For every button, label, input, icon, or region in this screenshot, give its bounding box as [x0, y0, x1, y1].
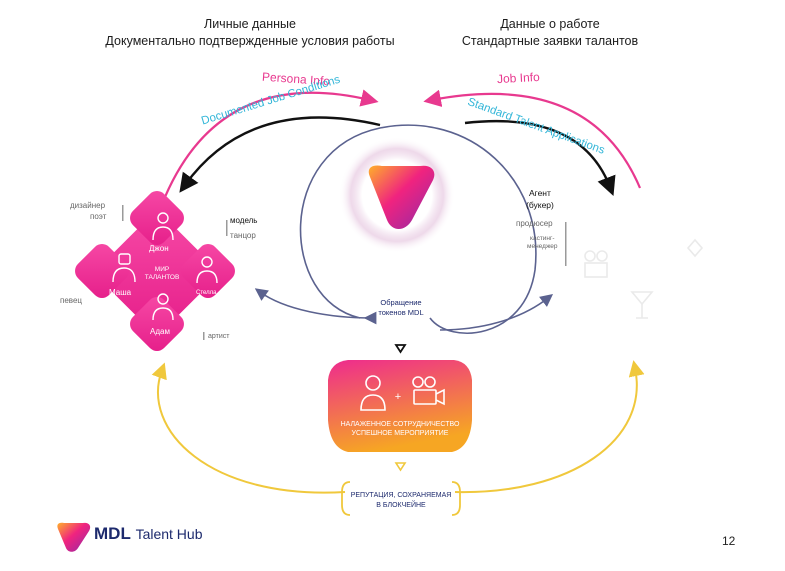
brand-mdl: MDL [94, 524, 131, 543]
role-agent-line1: Агент [528, 188, 551, 198]
collab-line2: УСПЕШНОЕ МЕРОПРИЯТИЕ [351, 430, 449, 437]
yellow-arc-right [454, 360, 645, 494]
navy-arrow-left [254, 288, 373, 319]
job-info-label: Job Info [496, 69, 541, 87]
brand-suffix: Talent Hub [135, 526, 203, 542]
collab-line1: НАЛАЖЕННОЕ СОТРУДНИЧЕСТВО [340, 421, 460, 428]
role-designer: дизайнер [70, 201, 106, 210]
mdl-logo-large [368, 165, 435, 229]
pink-arc-right [423, 89, 642, 189]
job-data-subtitle: Стандартные заявки талантов [461, 34, 639, 48]
token-line1: Обращение [380, 298, 422, 307]
bar-artist [203, 332, 205, 340]
name-masha: Маша [109, 288, 132, 297]
token-line2: токенов MDL [378, 308, 424, 317]
bar-model [226, 220, 228, 236]
personal-data-subtitle: Документально подтвержденные условия раб… [105, 34, 395, 48]
collab-box [328, 360, 472, 452]
talent-world-cluster [75, 191, 235, 351]
role-artist: артист [208, 333, 230, 340]
role-casting-line2: менеджер [527, 243, 558, 250]
role-agent: Агент (букер) [526, 187, 554, 211]
name-john: Джон [149, 244, 169, 253]
collab-text: НАЛАЖЕННОЕ СОТРУДНИЧЕСТВО УСПЕШНОЕ МЕРОП… [330, 420, 470, 438]
collab-icons [360, 375, 445, 411]
navy-loop [299, 124, 537, 334]
talent-world-line1: МИР [154, 266, 170, 273]
yellow-arc-left [151, 362, 346, 494]
role-casting: кастинг- менеджер [527, 235, 558, 251]
job-data-header: Данные о работе Стандартные заявки талан… [415, 16, 685, 50]
down-arrow-collab [394, 344, 407, 354]
token-circulation-label: Обращение токенов MDL [368, 298, 434, 318]
reputation-text: РЕПУТАЦИЯ, СОХРАНЯЕМАЯ В БЛОКЧЕЙНЕ [345, 491, 457, 511]
personal-data-header: Личные данные Документально подтвержденн… [70, 16, 430, 50]
black-arc-left [179, 116, 381, 193]
bar-designer [122, 205, 124, 221]
talent-world-line2: ТАЛАНТОВ [144, 274, 180, 281]
role-model: модель [230, 216, 258, 225]
role-poet: поэт [90, 212, 107, 221]
plus-sign: + [395, 391, 401, 403]
role-agent-line2: (букер) [526, 200, 554, 210]
talent-world-title: МИР ТАЛАНТОВ [142, 266, 182, 282]
role-dancer: танцор [230, 231, 256, 240]
role-producer: продюсер [516, 219, 553, 228]
name-stella: Стелла [196, 290, 217, 296]
black-arc-right [464, 119, 616, 196]
name-adam: Адам [150, 327, 170, 336]
personal-data-title: Личные данные [204, 17, 296, 31]
talent-person-icons [112, 212, 218, 321]
faded-industry-icons [584, 238, 704, 319]
job-data-title: Данные о работе [500, 17, 600, 31]
page-number: 12 [722, 534, 736, 548]
reputation-line2: В БЛОКЧЕЙНЕ [376, 502, 426, 509]
reputation-brace-left [341, 481, 351, 516]
reputation-line1: РЕПУТАЦИЯ, СОХРАНЯЕМАЯ [350, 492, 452, 499]
mdl-logo-small [57, 522, 91, 552]
navy-arrow-right [439, 294, 554, 331]
reputation-brace-right [451, 481, 461, 516]
brand-name: MDL Talent Hub [94, 524, 203, 544]
yellow-down-arrow [394, 462, 407, 472]
role-singer: певец [60, 296, 82, 305]
role-casting-line1: кастинг- [529, 235, 555, 242]
bar-producer [565, 222, 567, 266]
